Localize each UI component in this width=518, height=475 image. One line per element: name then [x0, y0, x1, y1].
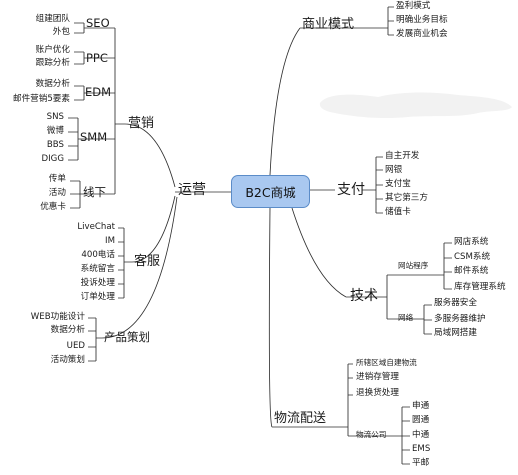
leaf-shangye-1: 明确业务目标: [396, 15, 448, 25]
leaf-cehua-1: 数据分析: [50, 325, 85, 335]
leaf-kefu-0: LiveChat: [77, 222, 115, 232]
leaf-shangye-2: 发展商业机会: [396, 29, 448, 39]
wangluo-node: 网络: [398, 313, 414, 322]
leaf-zhifu-3: 其它第三方: [385, 193, 428, 203]
seo-node: SEO: [86, 16, 110, 30]
shangye-node: 商业模式: [302, 17, 355, 32]
leaf-wangluo-0: 服务器安全: [434, 298, 477, 308]
leaf-wangzhan-0: 网店系统: [454, 237, 489, 247]
yunying-node: 运营: [178, 182, 206, 198]
leaf-ppc-0: 账户优化: [35, 45, 70, 55]
leaf-zhifu-4: 储值卡: [385, 207, 411, 217]
leaf-cehua-0: WEB功能设计: [30, 312, 85, 322]
leaf-gongsi-1: 圆通: [412, 415, 430, 425]
leaf-wuliu-0: 所辖区域自建物流: [356, 358, 417, 367]
leaf-wangluo-2: 局域网搭建: [434, 328, 477, 338]
leaf-edm-1: 邮件营销5要素: [12, 94, 70, 104]
cehua-node: 产品策划: [104, 330, 150, 344]
center-node: B2C商城: [231, 175, 310, 208]
smm-node: SMM: [80, 130, 108, 144]
leaf-gongsi-3: EMS: [412, 444, 431, 454]
leaf-wangzhan-1: CSM系统: [454, 252, 491, 262]
leaf-wangzhan-2: 邮件系统: [454, 266, 489, 276]
leaf-wuliu-1: 进销存管理: [356, 372, 399, 382]
yingxiao-node: 营销: [128, 116, 155, 131]
leaf-kefu-2: 400电话: [81, 250, 115, 260]
leaf-kefu-5: 订单处理: [80, 292, 115, 302]
zhifu-node: 支付: [337, 182, 365, 198]
leaf-smm-1: 微博: [46, 126, 64, 136]
leaf-xianxia-0: 传单: [48, 174, 66, 184]
leaf-smm-3: DIGG: [41, 154, 64, 164]
edm-node: EDM: [85, 85, 112, 99]
leaf-cehua-3: 活动策划: [50, 355, 85, 365]
leaf-shangye-0: 盈利模式: [396, 1, 431, 11]
leaf-wangzhan-3: 库存管理系统: [454, 282, 506, 292]
leaf-kefu-4: 投诉处理: [80, 278, 115, 288]
leaf-zhifu-0: 自主开发: [385, 151, 420, 161]
leaf-kefu-1: IM: [105, 236, 115, 246]
leaf-gongsi-2: 中通: [412, 430, 430, 440]
leaf-zhifu-1: 网银: [385, 165, 403, 175]
leaf-seo-1: 外包: [52, 27, 70, 37]
leaf-wangluo-1: 多服务器维护: [434, 314, 486, 324]
scribble-blot: [319, 92, 512, 119]
jishu-node: 技术: [350, 288, 378, 304]
kefu-node: 客服: [134, 254, 161, 269]
leaf-xianxia-2: 优惠卡: [40, 202, 66, 212]
xianxia-node: 线下: [83, 185, 106, 199]
leaf-seo-0: 组建团队: [35, 14, 70, 24]
leaf-cehua-2: UED: [66, 341, 85, 351]
leaf-xianxia-1: 活动: [48, 188, 66, 198]
leaf-gongsi-4: 平邮: [412, 458, 430, 468]
wangzhan-node: 网站程序: [398, 261, 429, 270]
wuliu-node: 物流配送: [274, 411, 327, 426]
leaf-ppc-1: 跟踪分析: [35, 58, 70, 68]
leaf-wuliu-2: 退换货处理: [356, 388, 399, 398]
wuliugongsi-node: 物流公司: [356, 430, 387, 439]
leaf-kefu-3: 系统留言: [80, 264, 115, 274]
leaf-zhifu-2: 支付宝: [385, 179, 411, 189]
leaf-gongsi-0: 申通: [412, 401, 430, 411]
leaf-smm-2: BBS: [46, 140, 64, 150]
leaf-edm-0: 数据分析: [35, 79, 70, 89]
leaf-smm-0: SNS: [46, 112, 64, 122]
ppc-node: PPC: [86, 51, 108, 65]
